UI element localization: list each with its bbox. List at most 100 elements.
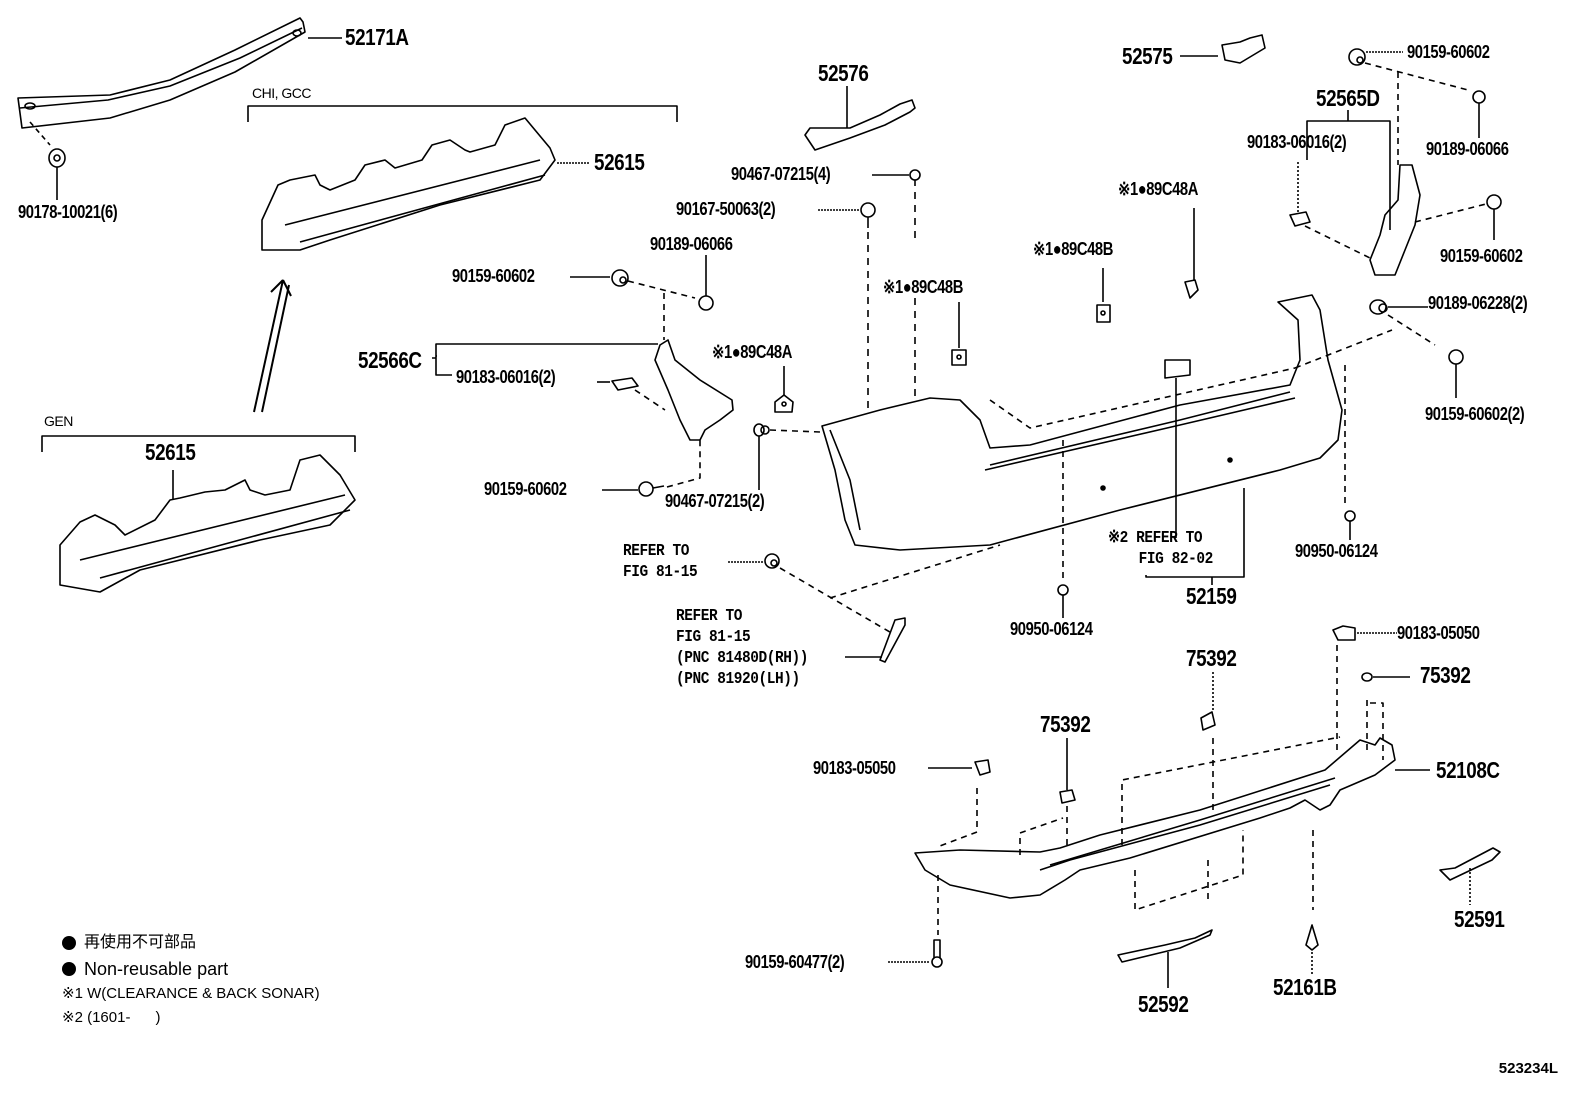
clip-75392-b[interactable]	[1200, 711, 1216, 731]
part-label-75392-a[interactable]: 75392	[1040, 711, 1091, 737]
legend-note-2: ※2 (1601- )	[62, 1009, 161, 1026]
nut-90178[interactable]	[48, 148, 66, 168]
part-label-52565D[interactable]: 52565D	[1316, 85, 1380, 111]
part-label-90183-05050-b[interactable]: 90183-05050	[813, 758, 896, 778]
nut-90189-06228[interactable]	[1369, 299, 1388, 315]
reflector-81480D[interactable]	[879, 617, 906, 663]
bracket-52575[interactable]	[1221, 34, 1266, 64]
ref-text: FIG 82-02	[1138, 550, 1214, 569]
part-label-90189-06066-b[interactable]: 90189-06066	[1426, 139, 1509, 159]
leader-dash	[1364, 62, 1469, 91]
moulding-52592[interactable]	[1117, 929, 1213, 963]
bolt-90159-60477[interactable]	[931, 939, 943, 968]
retainer-89C48B-a[interactable]	[951, 349, 967, 366]
clip-52161B[interactable]	[1305, 924, 1319, 951]
part-label-52576[interactable]: 52576	[818, 60, 869, 86]
moulding-52591[interactable]	[1439, 847, 1501, 881]
leader-52566C	[432, 343, 658, 376]
reinforcement-52171A[interactable]	[17, 17, 306, 129]
part-label-89C48B-b[interactable]: ※1●89C48B	[1033, 239, 1113, 259]
retainer-89C48A-b[interactable]	[1184, 279, 1199, 299]
part-label-90189-06066-a[interactable]: 90189-06066	[650, 234, 733, 254]
part-label-89C48A-b[interactable]: ※1●89C48A	[1118, 179, 1198, 199]
ref-text: ※2 REFER TO	[1108, 529, 1203, 548]
part-label-90178-10021[interactable]: 90178-10021(6)	[18, 202, 118, 222]
bumper-cover-52159[interactable]	[821, 294, 1343, 551]
part-label-90467-07215-2[interactable]: 90467-07215(2)	[665, 491, 765, 511]
bolt-90167[interactable]	[860, 202, 876, 228]
leader-dash	[1134, 830, 1244, 911]
group-bracket-gen	[41, 435, 356, 452]
energy-absorber-52615-gen[interactable]	[59, 454, 356, 593]
part-label-52159[interactable]: 52159	[1186, 583, 1237, 609]
part-label-90167-50063[interactable]: 90167-50063(2)	[676, 199, 776, 219]
ref-text: (PNC 81480D(RH))	[676, 649, 808, 668]
reference-fig-82-02[interactable]: ※2 REFER TO FIG 82-02	[1108, 528, 1213, 570]
part-label-52575[interactable]: 52575	[1122, 43, 1173, 69]
part-label-52108C[interactable]: 52108C	[1436, 757, 1500, 783]
part-label-52161B[interactable]: 52161B	[1273, 974, 1337, 1000]
part-label-52566C[interactable]: 52566C	[358, 347, 422, 373]
clip-90183-05050-b[interactable]	[974, 759, 991, 776]
screw-90159-2[interactable]	[1448, 349, 1464, 365]
part-label-52591[interactable]: 52591	[1454, 906, 1505, 932]
leader-dash	[627, 280, 696, 299]
pin-90950-b[interactable]	[1057, 584, 1069, 596]
part-label-90950-06124-a[interactable]: 90950-06124	[1295, 541, 1378, 561]
ref-text: REFER TO	[623, 542, 689, 561]
bolt-90467-2[interactable]	[753, 423, 770, 437]
leader-dash	[634, 389, 666, 411]
reference-fig-81-15-a[interactable]: REFER TO FIG 81-15	[623, 541, 698, 583]
part-label-90950-06124-b[interactable]: 90950-06124	[1010, 619, 1093, 639]
clip-52159-inner[interactable]	[1164, 359, 1191, 379]
part-label-52615-gen[interactable]: 52615	[145, 439, 196, 465]
part-label-89C48B-a[interactable]: ※1●89C48B	[883, 277, 963, 297]
part-label-90159-60477[interactable]: 90159-60477(2)	[745, 952, 845, 972]
bracket-52576[interactable]	[804, 99, 916, 151]
nut-90159-a[interactable]	[611, 269, 629, 287]
part-label-89C48A-a[interactable]: ※1●89C48A	[712, 342, 792, 362]
retainer-52565D[interactable]	[1369, 164, 1421, 276]
part-label-90183-06016-a[interactable]: 90183-06016(2)	[456, 367, 556, 387]
clip-75392-c[interactable]	[1361, 672, 1373, 682]
part-label-75392-b[interactable]: 75392	[1186, 645, 1237, 671]
spoiler-52108C[interactable]	[914, 737, 1396, 899]
part-label-90159-60602-top[interactable]: 90159-60602	[1407, 42, 1490, 62]
leader-dash	[1304, 225, 1371, 259]
nut-90189-a[interactable]	[698, 295, 714, 311]
clip-90183-a[interactable]	[611, 377, 639, 391]
energy-absorber-52615-chi-gcc[interactable]	[261, 117, 556, 251]
legend-note-1: ※1 W(CLEARANCE & BACK SONAR)	[62, 985, 320, 1002]
part-label-90159-60602-a[interactable]: 90159-60602	[452, 266, 535, 286]
screw-90159-c[interactable]	[1486, 194, 1502, 210]
nut-90159-top[interactable]	[1348, 48, 1366, 66]
part-label-52615-chi-gcc[interactable]: 52615	[594, 149, 645, 175]
screw-90467-4[interactable]	[909, 169, 921, 186]
retainer-89C48A-a[interactable]	[774, 394, 794, 413]
ref-text: FIG 81-15	[676, 628, 751, 647]
part-label-90183-05050-a[interactable]: 90183-05050	[1397, 623, 1480, 643]
reference-fig-81-15-b[interactable]: REFER TO FIG 81-15 (PNC 81480D(RH)) (PNC…	[676, 606, 808, 690]
clip-75392-a[interactable]	[1059, 789, 1076, 804]
part-label-90467-07215-4[interactable]: 90467-07215(4)	[731, 164, 831, 184]
part-label-52171A[interactable]: 52171A	[345, 24, 409, 50]
clip-90183-05050-a[interactable]	[1332, 625, 1356, 641]
leader-dash	[769, 429, 821, 433]
ref-text: FIG 81-15	[623, 563, 698, 582]
legend-text-jp: 再使用不可部品	[84, 934, 197, 951]
part-label-90189-06228[interactable]: 90189-06228(2)	[1428, 293, 1528, 313]
legend-row-en: Non-reusable part	[62, 956, 320, 982]
part-label-90183-06016-b[interactable]: 90183-06016(2)	[1247, 132, 1347, 152]
part-label-90159-60602-c[interactable]: 90159-60602	[1440, 246, 1523, 266]
nut-ref-81-15[interactable]	[764, 553, 780, 569]
part-label-75392-c[interactable]: 75392	[1420, 662, 1471, 688]
part-label-90159-60602-b[interactable]: 90159-60602	[484, 479, 567, 499]
retainer-89C48B-b[interactable]	[1096, 304, 1111, 323]
clip-90183-b[interactable]	[1289, 211, 1311, 227]
retainer-52566C[interactable]	[654, 339, 734, 441]
part-label-52592[interactable]: 52592	[1138, 991, 1189, 1017]
part-label-90159-60602-2[interactable]: 90159-60602(2)	[1425, 404, 1525, 424]
screw-90159-b[interactable]	[638, 481, 665, 497]
pin-90950-a[interactable]	[1344, 510, 1356, 522]
nut-90189-b[interactable]	[1472, 90, 1486, 104]
